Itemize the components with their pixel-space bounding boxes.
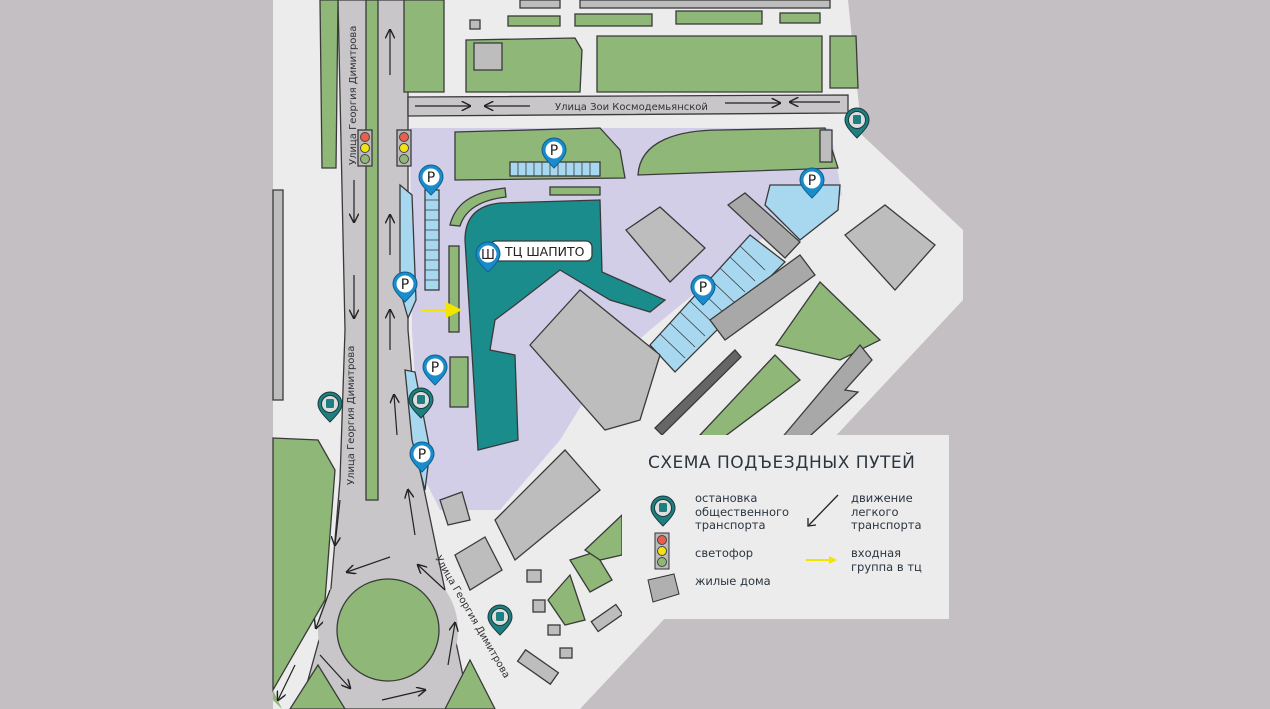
svg-text:P: P [427,170,435,186]
svg-text:P: P [699,280,707,296]
mall-building [464,199,667,451]
svg-text:P: P [808,173,816,189]
mall-label[interactable]: ТЦ ШАПИТО [504,244,585,259]
street-label: Улица Георгия Димитрова [346,346,357,485]
green-area [774,281,882,361]
green-area [272,437,336,693]
green-area [448,245,460,333]
green-area [319,0,339,169]
svg-text:P: P [418,447,426,463]
street-label: Улица Георгия Димитрова [348,26,359,165]
building [532,599,546,613]
parking-zone [649,234,786,373]
svg-text:P: P [431,360,439,376]
legend-bus-stop-label: остановка общественного транспорта [695,491,790,532]
house-icon [647,573,680,603]
building [590,603,624,633]
green-area [574,13,653,27]
building [473,42,503,71]
green-area [444,658,496,709]
parking-pin-icon[interactable]: P [392,271,418,303]
road-dark [654,349,742,436]
green-area [507,15,561,27]
mall-pin-icon[interactable]: Ш [475,241,501,273]
green-area [829,35,859,89]
building [516,648,560,686]
svg-text:P: P [401,277,409,293]
building [526,569,542,583]
building [454,536,503,591]
building [547,624,561,636]
green-area [549,186,601,196]
legend-house-label: жилые дома [695,574,771,588]
building [709,254,816,341]
road-median [365,0,379,501]
green-area [569,551,613,593]
parking-pin-icon[interactable]: P [799,167,825,199]
bus-stop-icon [650,495,676,527]
parking-pin-icon[interactable]: P [409,441,435,473]
green-area [547,573,586,626]
building [272,189,284,401]
parking-pin-icon[interactable]: P [541,137,567,169]
building [844,204,936,291]
building [819,129,833,163]
building [439,491,471,526]
building [494,449,601,562]
traffic-light-icon [396,129,412,167]
green-area [449,187,507,227]
building [529,289,661,431]
street-label: Улица Зои Космодемьянской [555,102,708,113]
parking-lines [425,162,766,359]
green-area [779,12,821,24]
traffic-light-icon [357,129,373,167]
green-area [449,356,469,408]
legend-traffic-label: движение легкого транспорта [851,491,922,532]
parking-pin-icon[interactable]: P [690,274,716,306]
building [559,647,573,659]
parking-zone [764,184,841,241]
green-area [289,663,346,709]
building [579,0,831,9]
legend-title: СХЕМА ПОДЪЕЗДНЫХ ПУТЕЙ [648,453,916,473]
green-area [596,35,823,93]
legend-traffic-light-label: светофор [695,546,754,560]
roundabout-island [336,578,440,682]
building [726,192,801,259]
traffic-arrows [278,30,840,700]
green-area [675,10,763,25]
building [519,0,561,9]
green-area [403,0,445,93]
parking-pin-icon[interactable]: P [418,164,444,196]
green-area [637,127,839,176]
traffic-light-icon [654,532,670,570]
car-arrow-icon [808,494,839,526]
parking-pin-icon[interactable]: P [422,354,448,386]
building [469,19,481,30]
legend: СХЕМА ПОДЪЕЗДНЫХ ПУТЕЙ остановка обществ… [622,435,949,619]
svg-text:Ш: Ш [481,248,495,263]
svg-text:P: P [550,143,558,159]
building [625,206,706,283]
legend-entrance-label: входная группа в тц [851,546,922,574]
